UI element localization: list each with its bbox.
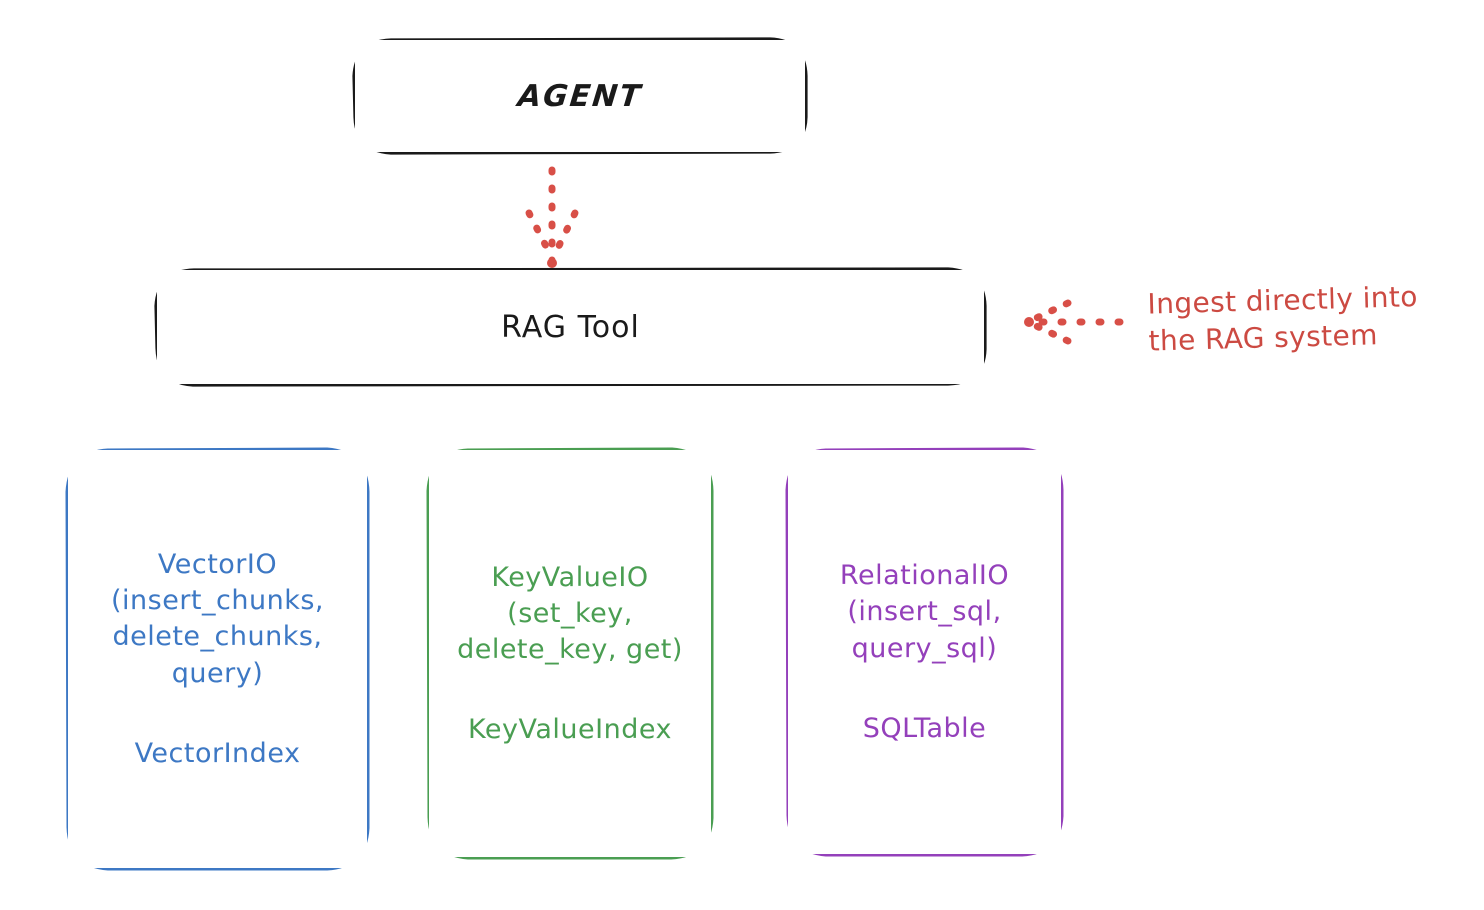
key-value-io-api-label: KeyValueIO (set_key, delete_key, get) <box>457 561 683 666</box>
agent-label: AGENT <box>516 78 644 114</box>
sql-table-label: SQLTable <box>862 712 987 744</box>
node-relational-io[interactable]: RelationalIO (insert_sql, query_sql) SQL… <box>788 450 1061 854</box>
vector-io-api-label: VectorIO (insert_chunks, delete_chunks, … <box>111 549 324 689</box>
connector-agent-to-rag-tool <box>525 166 579 268</box>
connector-note-to-rag-tool <box>1024 299 1124 345</box>
rag-tool-label: RAG Tool <box>501 309 640 345</box>
key-value-index-label: KeyValueIndex <box>468 714 672 746</box>
node-key-value-io[interactable]: KeyValueIO (set_key, delete_key, get) Ke… <box>429 450 711 857</box>
relational-io-api-label: RelationalIO (insert_sql, query_sql) <box>839 560 1010 664</box>
ingest-annotation-label: Ingest directly into the RAG system <box>1147 280 1419 358</box>
node-rag-tool[interactable]: RAG Tool <box>157 270 984 384</box>
node-agent[interactable]: AGENT <box>355 40 805 152</box>
vector-index-label: VectorIndex <box>134 737 301 769</box>
node-vector-io[interactable]: VectorIO (insert_chunks, delete_chunks, … <box>68 450 367 868</box>
